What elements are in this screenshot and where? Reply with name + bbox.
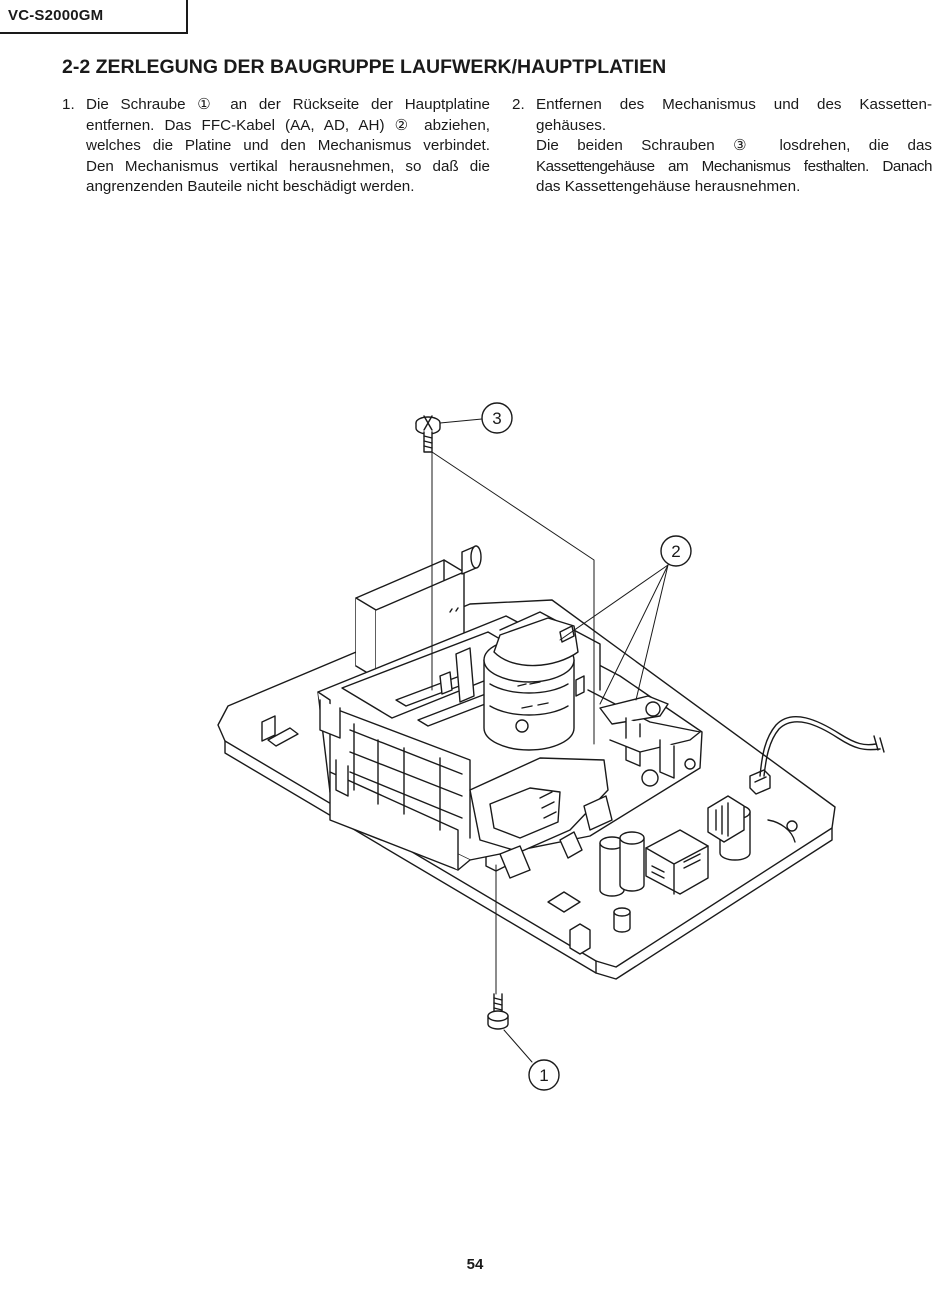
- step-1-line-5: angrenzenden Bauteile nicht beschädigt w…: [86, 178, 415, 195]
- transformer: [645, 795, 745, 895]
- step-1-line-4: Den Mechanismus vertikal herausnehmen, s…: [86, 157, 490, 175]
- step-2-line-3: Die beiden Schrauben ③ losdrehen, die da…: [536, 137, 932, 154]
- step-2-line-5: das Kassettengehäuse herausnehmen.: [536, 178, 801, 195]
- callout-1: 1: [528, 1059, 560, 1091]
- step-1: 1. Die Schraube ① an der Rückseite der H…: [62, 95, 490, 198]
- callout-2: 2: [660, 535, 692, 567]
- step-1-number: 1.: [62, 96, 75, 113]
- tension-arm: [599, 695, 701, 787]
- callout-3-label: 3: [492, 409, 501, 428]
- step-2-line-1: Entfernen des Mechanismus und des Kasset…: [536, 96, 932, 113]
- step-2-line-4: Kassettengehäuse am Mechanismus festhalt…: [536, 157, 932, 175]
- front-loader: [319, 647, 613, 879]
- page-number: 54: [466, 1256, 484, 1273]
- head-drum: [483, 617, 585, 751]
- leader-lines: [431, 418, 669, 1063]
- step-1-line-1: Die Schraube ① an der Rückseite der Haup…: [86, 96, 490, 113]
- step-2-text: Entfernen des Mechanismus und des Kasset…: [536, 95, 932, 198]
- section-title: 2-2 ZERLEGUNG DER BAUGRUPPE LAUFWERK/HAU…: [62, 56, 667, 78]
- screw-1-icon: [487, 993, 509, 1030]
- rear-bracket: [355, 545, 482, 679]
- screw-3-icon: [415, 415, 441, 453]
- step-1-line-2: entfernen. Das FFC-Kabel (AA, AD, AH) ② …: [86, 116, 490, 134]
- ffc-cable: [759, 715, 885, 777]
- callout-3: 3: [481, 402, 513, 434]
- step-1-line-3: welches die Platine und den Mechanismus …: [86, 137, 490, 154]
- callout-2-label: 2: [671, 542, 680, 561]
- model-tab: VC-S2000GM: [0, 0, 188, 34]
- callout-1-label: 1: [539, 1066, 548, 1085]
- step-2-line-2: gehäuses.: [536, 116, 607, 134]
- step-1-text: Die Schraube ① an der Rückseite der Haup…: [86, 95, 490, 198]
- model-label: VC-S2000GM: [8, 7, 104, 24]
- step-2: 2. Entfernen des Mechanismus und des Kas…: [512, 95, 932, 198]
- step-2-number: 2.: [512, 96, 525, 113]
